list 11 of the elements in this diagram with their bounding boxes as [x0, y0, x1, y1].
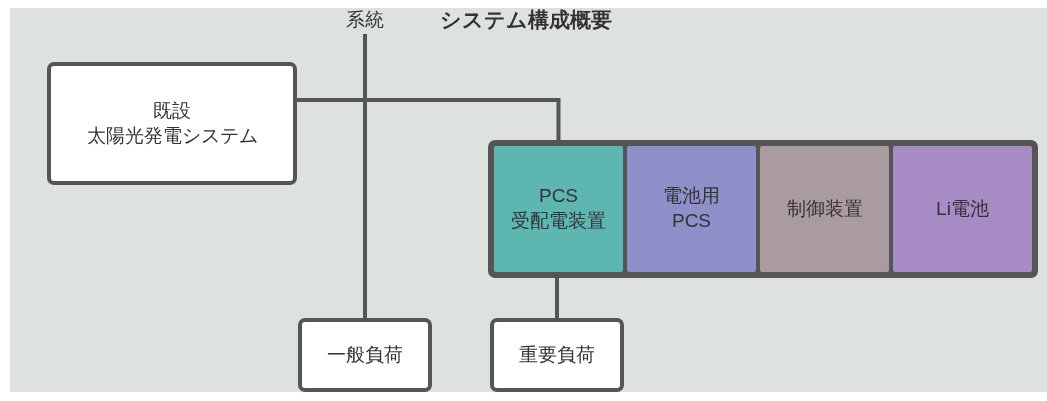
unit-box: 制御装置 [758, 144, 891, 274]
grid-label: 系統 [338, 6, 392, 34]
system-box: 既設太陽光発電システム [47, 62, 297, 185]
diagram-title: システム構成概要 [440, 7, 612, 33]
connector-line [363, 34, 367, 318]
unit-box: 電池用PCS [625, 144, 758, 274]
unit-box: Li電池 [891, 144, 1034, 274]
load-box: 重要負荷 [490, 318, 624, 392]
unit-box: PCS受配電装置 [492, 144, 625, 274]
load-box: 一般負荷 [298, 318, 432, 392]
unit-enclosure [488, 140, 1038, 278]
